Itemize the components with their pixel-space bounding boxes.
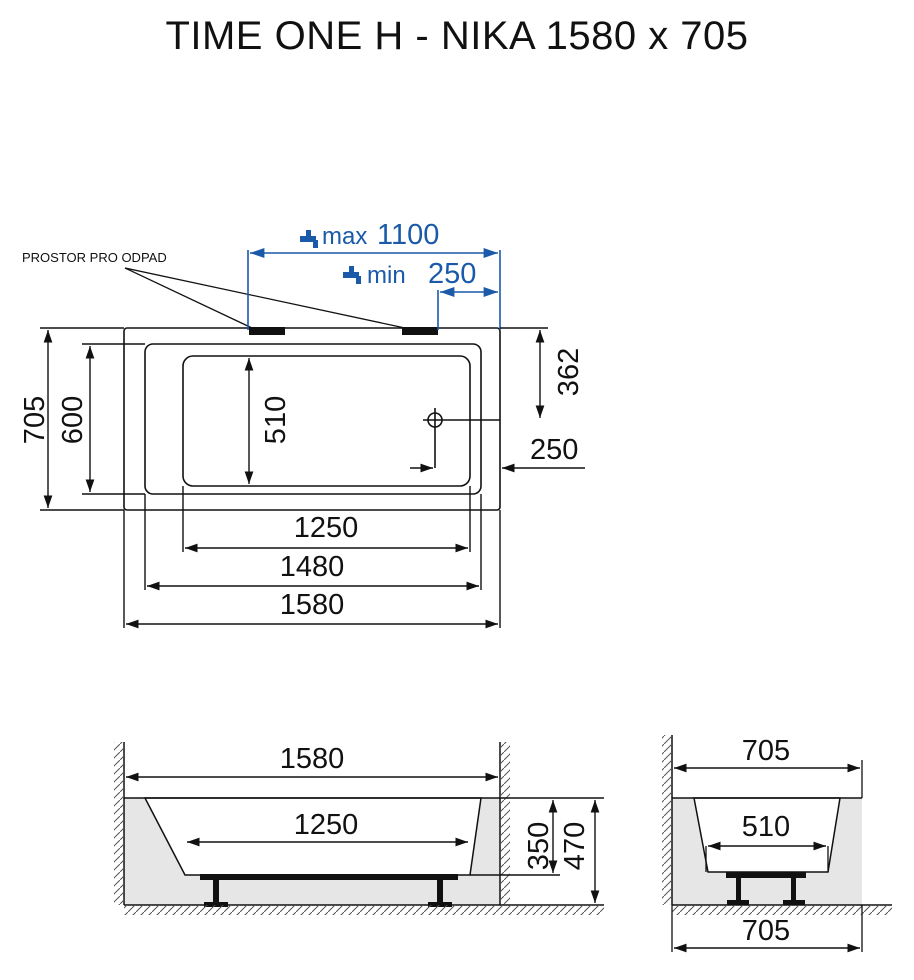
- end-floor-width: 510: [742, 811, 790, 843]
- plan-depth-total: 705: [19, 396, 51, 444]
- plan-view: [123, 327, 501, 511]
- end-base-width: 705: [742, 915, 790, 947]
- tap-min-prefix: min: [367, 262, 406, 289]
- plan-dimension-lines: [40, 327, 585, 629]
- plan-outer-rim: [123, 327, 501, 511]
- plan-drain-from-end: 250: [530, 434, 578, 466]
- waste-outlet-left: [249, 327, 285, 335]
- page-title: TIME ONE H - NIKA 1580 x 705: [165, 14, 749, 58]
- end-view: [662, 735, 892, 952]
- side-depth: 350: [523, 822, 555, 870]
- plan-inner-length: 1480: [280, 551, 345, 583]
- tap-icon-max: [300, 230, 318, 248]
- waste-leader-lines: [124, 267, 406, 329]
- side-view: [114, 742, 604, 915]
- end-dimension-lines: [674, 763, 860, 953]
- side-total-length: 1580: [280, 743, 345, 775]
- waste-outlet-right: [402, 327, 438, 335]
- plan-floor: [182, 355, 471, 487]
- plan-depth-floor: 510: [260, 396, 292, 444]
- plan-total-length: 1580: [280, 589, 345, 621]
- side-height: 470: [559, 822, 591, 870]
- tap-max-prefix: max: [322, 223, 367, 250]
- plan-inner-bowl: [144, 343, 482, 495]
- end-top-width: 705: [742, 735, 790, 767]
- plan-drain-from-back: 362: [553, 348, 585, 396]
- side-dimension-lines: [126, 772, 604, 903]
- tap-max-value: 1100: [377, 219, 439, 251]
- plan-floor-length: 1250: [294, 512, 359, 544]
- tap-icon-min: [343, 266, 361, 284]
- side-floor-length: 1250: [294, 809, 359, 841]
- tap-min-value: 250: [428, 258, 476, 290]
- waste-space-label: PROSTOR PRO ODPAD: [22, 250, 167, 265]
- tap-range-dimensions: [247, 247, 501, 330]
- plan-depth-inner: 600: [57, 396, 89, 444]
